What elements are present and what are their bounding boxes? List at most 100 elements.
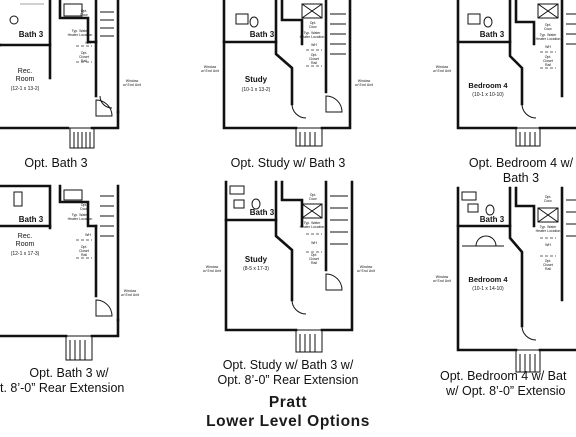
p4-window2: w/ End Unit bbox=[121, 293, 139, 297]
p4-closet2: Closet bbox=[79, 249, 89, 253]
p5-study-label: Study bbox=[245, 255, 268, 264]
caption-opt-bedroom-4-line2: Bath 3 bbox=[502, 171, 540, 185]
p5-window-left1: Window bbox=[206, 265, 219, 269]
p6-wh: WH bbox=[545, 243, 551, 247]
p3-closet3: Rail bbox=[545, 63, 551, 67]
sheet-subtitle: Lower Level Options bbox=[206, 413, 370, 430]
p5-bath3-label: Bath 3 bbox=[250, 208, 275, 217]
p1-closet3: Rail bbox=[81, 59, 87, 63]
p1-bath3-label: Bath 3 bbox=[19, 30, 44, 39]
p2-opt-door: Opt. bbox=[310, 21, 317, 25]
p1-opt-door2: Door bbox=[80, 13, 88, 17]
plan-opt-study-bath-3-extension: Bath 3 Study (8-5 x 17-3) Opt. Door Typ.… bbox=[203, 180, 375, 353]
p2-closet1: Opt. bbox=[311, 53, 318, 57]
p3-window1: Window bbox=[436, 65, 449, 69]
caption-opt-study-ext-line1: Opt. Study w/ Bath 3 w/ bbox=[222, 358, 354, 372]
p4-closet1: Opt. bbox=[81, 245, 88, 249]
p2-wh-loc2: Heater Location bbox=[300, 35, 325, 39]
p1-rec-dims: (12-1 x 13-2) bbox=[11, 86, 40, 92]
p5-closet3: Rail bbox=[311, 261, 317, 265]
p3-window2: w/ End Unit bbox=[433, 69, 451, 73]
p4-rec-dims: (12-1 x 17-3) bbox=[11, 251, 40, 257]
plan-opt-bath-3-extension: Bath 3 Rec. Room (12-1 x 17-3) Opt. Door… bbox=[0, 184, 139, 361]
p2-window-right2: w/ End Unit bbox=[355, 83, 373, 87]
p4-wh-loc2: Heater Location bbox=[68, 217, 93, 221]
p3-closet1: Opt. bbox=[545, 55, 552, 59]
p5-wh-loc2: Heater Location bbox=[300, 225, 325, 229]
p2-window-right1: Window bbox=[358, 79, 371, 83]
p2-window-left1: Window bbox=[204, 65, 217, 69]
p5-window-right2: w/ End Unit bbox=[357, 269, 375, 273]
p6-wh-loc2: Heater Location bbox=[536, 229, 561, 233]
p1-opt-door: Opt. bbox=[81, 9, 88, 13]
p3-closet2: Closet bbox=[543, 59, 553, 63]
p2-wh: WH bbox=[311, 43, 317, 47]
p5-opt-door2: Door bbox=[309, 197, 317, 201]
p1-closet2: Closet bbox=[79, 55, 89, 59]
p5-closet1: Opt. bbox=[311, 253, 318, 257]
caption-opt-bedroom-4-line1: Opt. Bedroom 4 w/ bbox=[468, 156, 574, 170]
p4-closet3: Rail bbox=[81, 253, 87, 257]
p3-bed-dims: (10-1 x 10-10) bbox=[472, 92, 504, 98]
p3-opt-door: Opt. bbox=[545, 23, 552, 27]
caption-opt-bath-3-ext-line1: Opt. Bath 3 w/ bbox=[29, 366, 109, 380]
plan-opt-bedroom-4-bath-3: Bath 3 Bedroom 4 (10-1 x 10-10) Opt. Doo… bbox=[433, 0, 576, 147]
p5-wh-loc1: Typ. Water bbox=[304, 221, 322, 225]
p5-opt-door: Opt. bbox=[310, 193, 317, 197]
p4-rec-label: Rec. bbox=[18, 233, 32, 240]
p5-study-dims: (8-5 x 17-3) bbox=[243, 266, 269, 272]
p4-wh: WH bbox=[85, 233, 91, 237]
p3-wh: WH bbox=[545, 45, 551, 49]
p1-wh-loc1: Typ. Water bbox=[72, 29, 90, 33]
p5-window-left2: w/ End Unit bbox=[203, 269, 221, 273]
p4-window1: Window bbox=[124, 289, 137, 293]
plan-opt-bedroom-4-bath-3-extension: Bath 3 Bedroom 4 (10-1 x 14-10) Opt. Doo… bbox=[433, 186, 576, 373]
p6-opt-door2: Door bbox=[544, 199, 552, 203]
p3-opt-door2: Door bbox=[544, 27, 552, 31]
p6-window1: Window bbox=[436, 275, 449, 279]
p6-wh-loc1: Typ. Water bbox=[540, 225, 558, 229]
p2-study-label: Study bbox=[245, 75, 268, 84]
p2-study-dims: (10-1 x 13-2) bbox=[242, 87, 271, 93]
p1-window1: Window bbox=[126, 79, 139, 83]
p6-opt-door: Opt. bbox=[545, 195, 552, 199]
p3-bed-label: Bedroom 4 bbox=[468, 81, 508, 90]
sheet-title: Pratt bbox=[268, 394, 308, 411]
p5-window-right1: Window bbox=[360, 265, 373, 269]
p4-opt-door2: Door bbox=[80, 207, 88, 211]
p6-window2: w/ End Unit bbox=[433, 279, 451, 283]
plan-opt-bath-3: Bath 3 Rec. Room (12-1 x 13-2) Opt. Door… bbox=[0, 0, 141, 149]
caption-opt-bath-3: Opt. Bath 3 bbox=[24, 156, 88, 170]
p4-wh-loc1: Typ. Water bbox=[72, 213, 90, 217]
p6-bed-label: Bedroom 4 bbox=[468, 275, 508, 284]
caption-opt-bedroom-4-ext-line1: Opt. Bedroom 4 w/ Bat bbox=[440, 369, 567, 383]
p1-rec-label: Rec. bbox=[18, 68, 32, 75]
p6-closet2: Closet bbox=[543, 263, 553, 267]
p2-window-left2: w/ End Unit bbox=[201, 69, 219, 73]
caption-opt-study-bath-3: Opt. Study w/ Bath 3 bbox=[230, 156, 346, 170]
p2-closet2: Closet bbox=[309, 57, 319, 61]
p2-opt-door2: Door bbox=[309, 25, 317, 29]
p3-bath3-label: Bath 3 bbox=[480, 30, 505, 39]
caption-opt-bedroom-4-ext-line2: w/ Opt. 8’-0” Extensio bbox=[446, 384, 566, 398]
p6-closet3: Rail bbox=[545, 267, 551, 271]
p1-closet1: Opt. bbox=[81, 51, 88, 55]
p2-closet3: Rail bbox=[311, 61, 317, 65]
p4-rec-label2: Room bbox=[16, 241, 35, 248]
p6-bath3-label: Bath 3 bbox=[480, 215, 505, 224]
caption-opt-study-ext-line2: Opt. 8’-0” Rear Extension bbox=[217, 373, 359, 387]
p1-rec-label2: Room bbox=[16, 76, 35, 83]
plan-opt-study-bath-3: Bath 3 Study (10-1 x 13-2) Opt. Door Typ… bbox=[201, 0, 373, 147]
p6-bed-dims: (10-1 x 14-10) bbox=[472, 286, 504, 292]
p3-wh-loc2: Heater Location bbox=[536, 37, 561, 41]
p1-window2: w/ End Unit bbox=[123, 83, 141, 87]
p4-bath3-label: Bath 3 bbox=[19, 215, 44, 224]
p6-closet1: Opt. bbox=[545, 259, 552, 263]
caption-opt-bath-3-ext-line2: t. 8’-0” Rear Extension bbox=[0, 381, 125, 395]
p1-wh: WH bbox=[85, 41, 91, 45]
p2-bath3-label: Bath 3 bbox=[250, 30, 275, 39]
p5-closet2: Closet bbox=[309, 257, 319, 261]
p1-wh-loc2: Heater Location bbox=[68, 33, 93, 37]
